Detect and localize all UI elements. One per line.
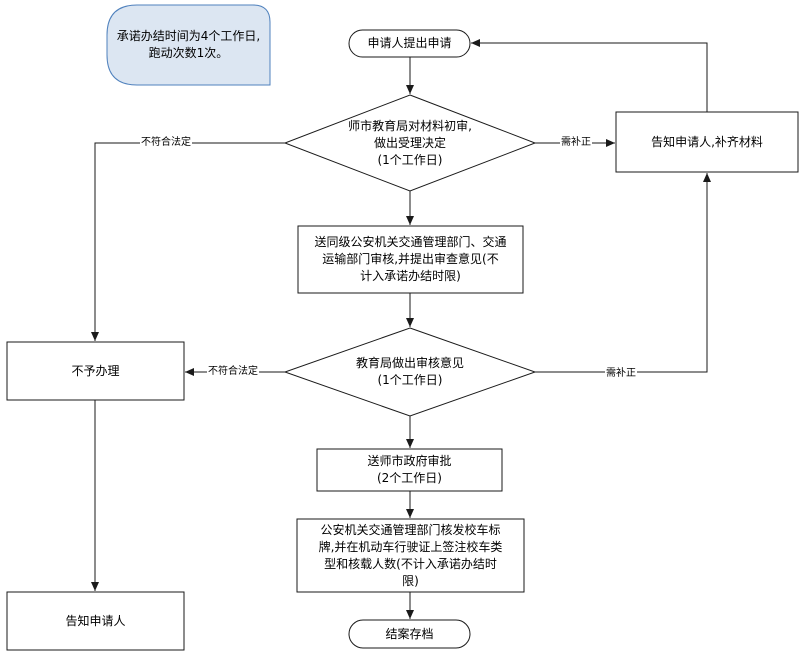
notify-applicant-box-shape [6,591,185,651]
reject-node: 不予办理 [71,363,120,378]
gov-approval-box-shape [316,448,503,492]
issue-sign-box-shape [296,518,525,593]
send-review-box-shape [297,225,524,294]
notify-supplement-box-shape [615,111,799,173]
review-opinion-node: 教育局做出审核意见 (1个工作日) [355,356,464,387]
initial-review-node: 师市教育局对材料初审, 做出受理决定 (1个工作日) [348,118,472,167]
edge-review-to-reject [91,142,285,341]
archive-terminal-shape [348,619,471,649]
note-shape [106,4,271,86]
notify-applicant-node: 告知申请人 [65,613,126,628]
note-text: 承诺办结时间为4个工作日, 跑动次数1次。 [116,29,261,60]
gov-approval-node: 送师市政府审批 (2个工作日) [367,454,452,485]
notify-supplement-node: 告知申请人,补齐材料 [651,134,763,149]
archive-node: 结案存档 [385,626,434,641]
start-node: 申请人提出申请 [367,36,452,50]
edge-label-need-supplement-2: 需补正 [605,368,637,380]
reject-box-shape [6,341,185,401]
edge-label-need-supplement-1: 需补正 [560,137,592,149]
issue-sign-node: 公安机关交通管理部门核发校车标 牌,并在机动车行驶证上签注校车类 型和核载人数(… [318,522,503,588]
edge-opinion-to-supplement [535,173,711,373]
edge-label-not-legal-2: 不符合法定 [207,366,259,378]
edge-label-not-legal-1: 不符合法定 [140,137,192,149]
edge-supplement-to-start [471,39,708,112]
send-review-node: 送同级公安机关交通管理部门、交通 运输部门审核,并提出审查意见(不 计入承诺办结… [314,235,507,283]
